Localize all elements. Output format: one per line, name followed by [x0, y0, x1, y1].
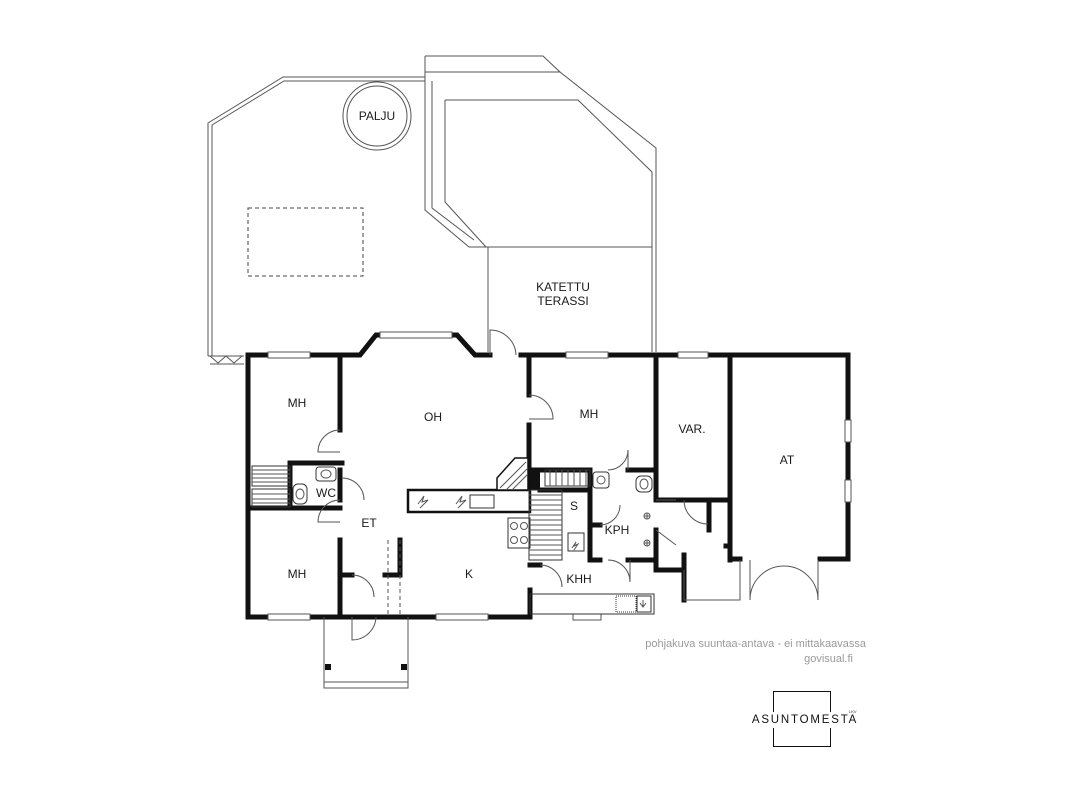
logo-registered-mark: LKV [849, 709, 857, 714]
hot-tub-inner-circle [346, 85, 408, 147]
logo-wordmark: ASUNTOMESTA [740, 712, 870, 728]
deck-outline [207, 76, 425, 365]
room-label-palju: PALJU [359, 109, 395, 123]
disclaimer-text: pohjakuva suuntaa-antava - ei mittakaava… [645, 638, 866, 650]
room-label-kph: KPH [605, 523, 630, 537]
room-label-k: K [465, 567, 473, 581]
room-label-et: ET [361, 516, 377, 530]
kitchen-fixtures [406, 457, 655, 615]
deck-hatch-dashed [247, 207, 364, 277]
sauna-benches [528, 489, 585, 561]
room-label-at: AT [780, 453, 795, 467]
room-label-wc: WC [316, 486, 336, 500]
room-label-oh: OH [424, 410, 442, 424]
room-label-mh-top-mid: MH [580, 407, 599, 421]
website-text: govisual.fi [804, 653, 853, 665]
covered-terrace-outline [424, 55, 657, 352]
room-label-katettu: KATETTU [536, 280, 590, 294]
room-label-s: S [570, 499, 578, 513]
room-label-mh-bottom-left: MH [288, 567, 307, 581]
room-label-khh: KHH [566, 572, 591, 586]
entrance-porch [323, 540, 409, 689]
bathroom-fixtures [251, 465, 676, 608]
room-label-var: VAR. [678, 422, 705, 436]
windows [267, 331, 852, 621]
room-label-terassi: TERASSI [537, 294, 588, 308]
doors [317, 329, 819, 641]
hot-tub-circle [342, 81, 412, 151]
room-label-mh-top-left: MH [288, 396, 307, 410]
